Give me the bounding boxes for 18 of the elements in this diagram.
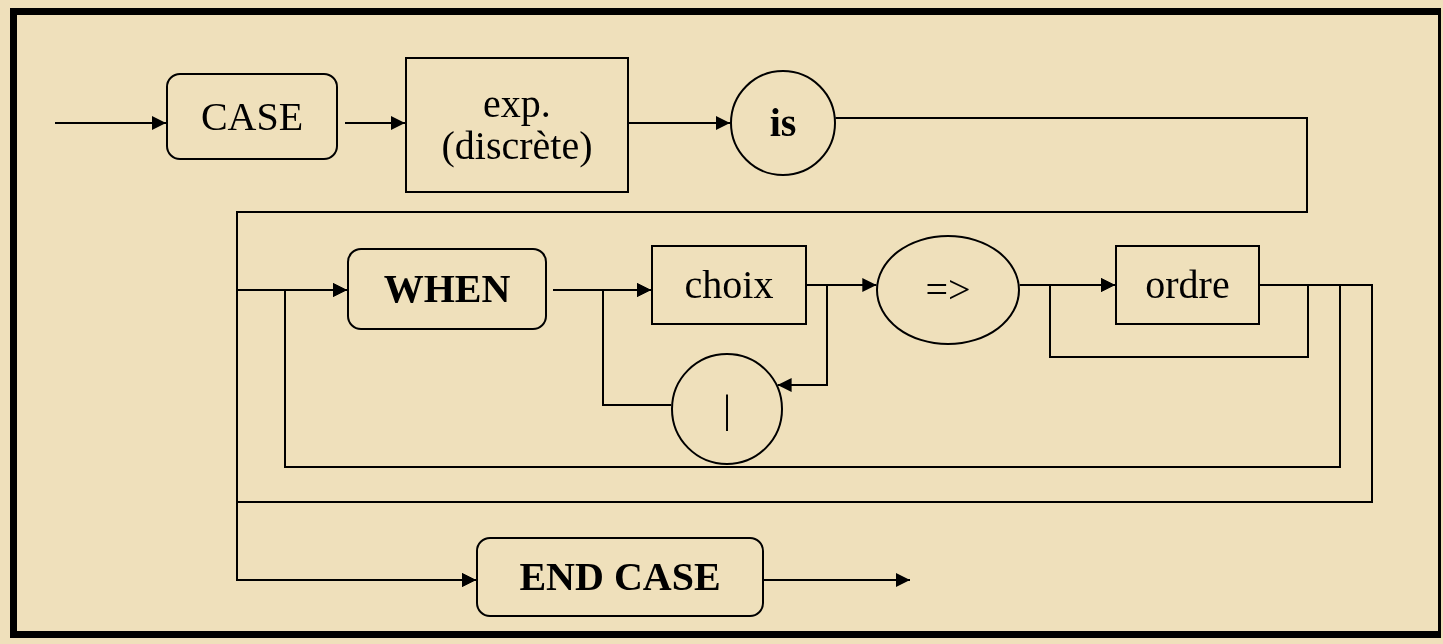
arrow	[602, 283, 673, 406]
keyword-box: END CASE	[476, 537, 764, 617]
arrow	[236, 284, 1373, 587]
keyword-circle: is	[730, 70, 836, 176]
symbol-ellipse: =>	[876, 235, 1020, 345]
keyword-box: CASE	[166, 73, 338, 160]
arrow	[628, 116, 731, 130]
arrow	[54, 116, 167, 130]
arrow	[763, 573, 911, 587]
arrow	[1049, 278, 1309, 358]
arrow	[776, 284, 828, 392]
keyword-box: WHEN	[347, 248, 547, 330]
process-box: choix	[651, 245, 807, 325]
arrow	[284, 283, 1341, 468]
process-box: ordre	[1115, 245, 1260, 325]
symbol-circle: |	[671, 353, 783, 465]
arrow	[344, 116, 406, 130]
process-box: exp. (discrète)	[405, 57, 629, 193]
